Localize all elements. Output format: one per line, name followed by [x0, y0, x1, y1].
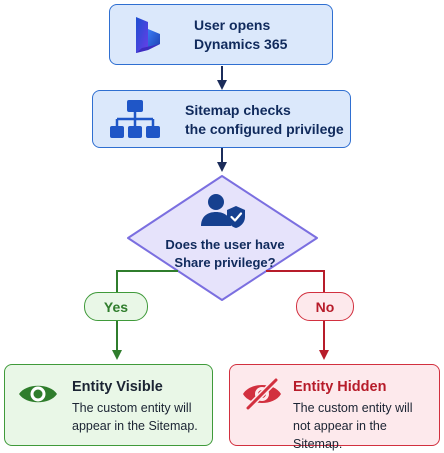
eye-slash-icon — [240, 377, 284, 411]
entity-hidden-node: Entity Hidden The custom entity will not… — [229, 364, 440, 451]
hidden-title: Entity Hidden — [293, 379, 387, 395]
hidden-description: The custom entity will not appear in the… — [293, 399, 439, 453]
decision-line-2: Share privilege? — [174, 255, 276, 270]
start-line-1: User opens — [194, 17, 271, 33]
eye-icon — [17, 381, 59, 407]
check-line-1: Sitemap checks — [185, 102, 291, 118]
entity-visible-node: Entity Visible The custom entity will ap… — [4, 364, 213, 446]
start-line-2: Dynamics 365 — [194, 36, 288, 52]
visible-description: The custom entity will appear in the Sit… — [72, 399, 198, 435]
visible-desc-line-1: The custom entity will — [72, 401, 192, 415]
visible-desc-line-2: appear in the Sitemap. — [72, 419, 198, 433]
hidden-desc-line-2: not appear in the Sitemap. — [293, 419, 387, 451]
user-shield-icon — [200, 192, 248, 230]
connector-no-branch — [266, 270, 325, 292]
decision-line-1: Does the user have — [165, 237, 285, 252]
sitemap-hierarchy-icon — [107, 98, 163, 142]
decision-diamond — [127, 175, 318, 301]
sitemap-check-node: Sitemap checks the configured privilege — [92, 90, 351, 148]
dynamics-365-logo-icon — [130, 15, 164, 55]
check-line-2: the configured privilege — [185, 121, 344, 137]
no-label: No — [296, 292, 354, 321]
decision-question: Does the user have Share privilege? — [140, 236, 310, 272]
start-node: User opens Dynamics 365 — [109, 4, 333, 65]
visible-title: Entity Visible — [72, 379, 163, 395]
hidden-desc-line-1: The custom entity will — [293, 401, 413, 415]
connector-yes-branch — [116, 270, 178, 292]
yes-label: Yes — [84, 292, 148, 321]
